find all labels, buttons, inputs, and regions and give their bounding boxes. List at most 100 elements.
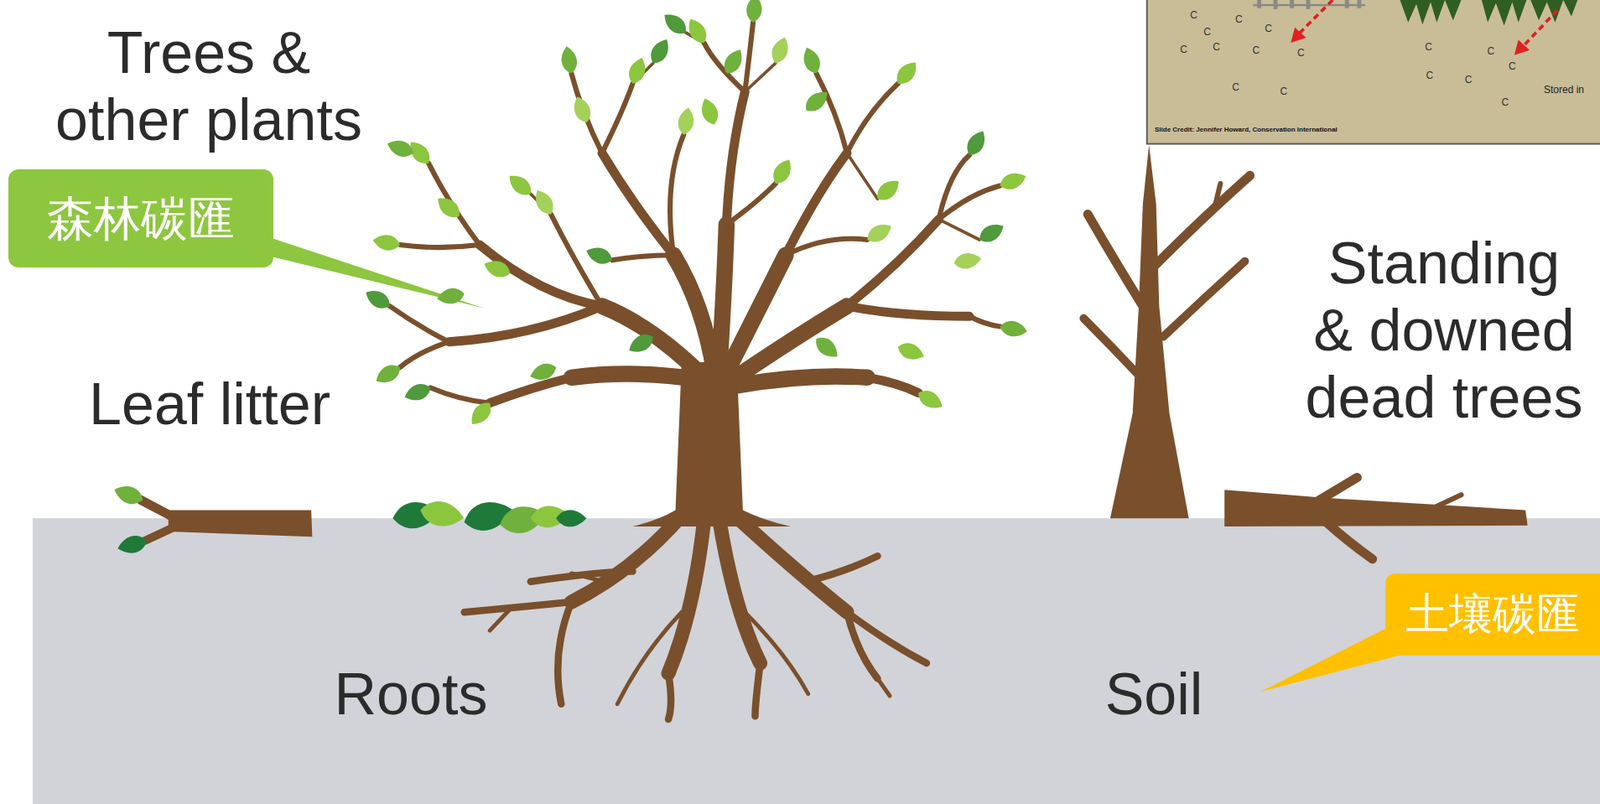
branch — [673, 254, 715, 373]
twig — [140, 499, 176, 519]
root-branches — [464, 555, 927, 720]
root — [846, 612, 878, 679]
branch — [571, 374, 699, 380]
red-dashed-arrow — [1298, 0, 1333, 34]
branch — [846, 219, 940, 307]
leaf — [914, 386, 947, 414]
twig — [428, 163, 480, 245]
leaf — [583, 244, 615, 268]
leaf — [570, 93, 594, 125]
log-twig — [1316, 477, 1358, 503]
tree — [389, 22, 1001, 720]
leaf — [697, 95, 722, 127]
dead-branch — [1083, 318, 1141, 379]
twig — [145, 526, 177, 541]
tree-limbs — [571, 224, 868, 386]
callout-text: 森林碳匯 — [46, 192, 235, 245]
roots — [571, 515, 847, 675]
leaf — [800, 45, 824, 77]
leaf — [962, 127, 990, 160]
leaf — [371, 232, 402, 253]
twig — [938, 155, 970, 220]
carbon-symbol: C — [1185, 9, 1203, 21]
leaf — [976, 219, 1008, 247]
leaf — [800, 86, 832, 116]
litter-branch — [111, 482, 312, 558]
leaf — [436, 286, 467, 307]
carbon-symbol: C — [1227, 81, 1245, 94]
carbon-symbol: C — [1230, 13, 1247, 26]
root — [668, 520, 705, 675]
carbon-symbol: C — [1275, 85, 1293, 98]
leaf — [683, 15, 711, 47]
root-hairs — [489, 573, 890, 705]
leaf — [745, 0, 764, 24]
fallen-log — [1224, 489, 1528, 527]
leaf — [384, 136, 416, 161]
leaf — [555, 509, 587, 527]
branch — [489, 377, 572, 403]
arrow-head — [1514, 39, 1530, 55]
dead-twig — [1100, 236, 1111, 255]
leaf — [719, 46, 747, 78]
twig — [846, 83, 899, 154]
twig — [938, 219, 980, 240]
leaf — [433, 192, 465, 223]
branch — [726, 92, 745, 225]
carbon-symbol: C — [1420, 41, 1438, 53]
leaf — [372, 360, 405, 388]
leaf — [811, 332, 843, 363]
twig — [612, 254, 674, 260]
dead-branch — [1087, 214, 1143, 307]
leaf — [466, 398, 496, 430]
leaf — [504, 170, 536, 200]
leaf — [530, 187, 558, 219]
leaf — [111, 482, 146, 509]
tree-twigs — [389, 22, 1001, 404]
callout-box: 土壤碳匯 — [1385, 573, 1600, 656]
twig — [785, 238, 868, 255]
part-label: Trees & other plants — [45, 19, 373, 154]
twig — [431, 387, 491, 403]
log-twig — [1326, 522, 1373, 560]
twig — [400, 342, 449, 368]
root — [734, 515, 847, 613]
leaf — [768, 155, 796, 188]
twig — [969, 316, 1001, 327]
carbon-symbol: C — [1496, 96, 1514, 109]
leaf-pile — [390, 496, 587, 538]
carbon-symbol: C — [1175, 43, 1193, 56]
slide-credit: Slide Credit: Jennifer Howard, Conservat… — [1154, 125, 1407, 135]
carbon-symbol: C — [1260, 22, 1278, 35]
callout-text: 土壤碳匯 — [1405, 590, 1580, 639]
carbon-symbol: C — [1199, 25, 1216, 38]
part-label: Standing & downed dead trees — [1301, 229, 1587, 432]
leaf — [895, 339, 927, 364]
ground-band — [32, 518, 1600, 804]
callout-box: 森林碳匯 — [8, 169, 274, 268]
root — [557, 602, 572, 705]
log-twigs — [1316, 477, 1462, 560]
twig — [602, 83, 634, 154]
leaf — [115, 532, 150, 557]
carbon-symbol: C — [1503, 60, 1521, 73]
inset-sticks — [1252, 0, 1366, 10]
leaf — [481, 256, 513, 281]
twig — [846, 153, 878, 200]
root — [571, 573, 613, 584]
leaf — [863, 219, 896, 247]
root — [668, 673, 671, 720]
inset-stick — [1252, 4, 1366, 6]
leaf — [559, 45, 580, 76]
log-twig — [1428, 494, 1462, 510]
root — [464, 602, 572, 613]
leaf — [402, 380, 434, 405]
leaf — [418, 498, 467, 530]
branch — [602, 153, 674, 256]
carbon-symbol: C — [1459, 73, 1477, 86]
carbon-symbol: C — [1247, 44, 1265, 57]
carbon-symbol: C — [1421, 69, 1439, 82]
